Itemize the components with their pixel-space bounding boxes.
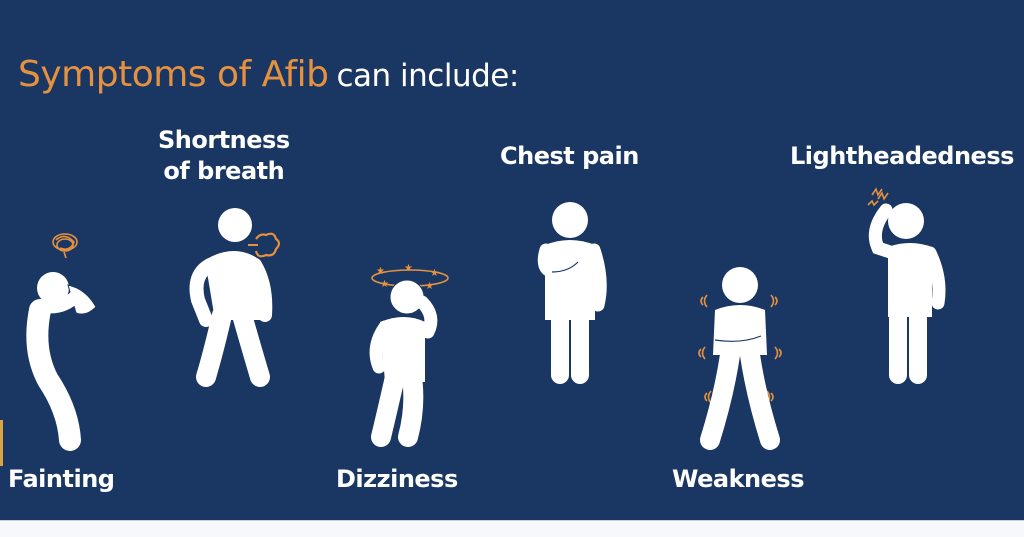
label-shortness-of-breath: Shortness of breath [158,125,290,187]
label-line-2: of breath [163,157,285,185]
bottom-strip [0,520,1024,537]
label-lightheadedness: Lightheadedness [790,142,1014,170]
chest-pain-figure-icon [537,202,607,384]
weakness-figure-icon [698,267,782,450]
label-dizziness: Dizziness [336,465,458,493]
shortness-of-breath-figure-icon [189,208,281,387]
accent-bar [0,420,3,466]
svg-text:★: ★ [425,281,434,292]
label-line-1: Shortness [158,126,290,154]
svg-text:★: ★ [380,279,389,290]
lightheadedness-figure-icon [867,187,946,384]
label-fainting: Fainting [8,465,115,493]
title-accent: Symptoms of Afib [18,54,329,95]
svg-text:★: ★ [430,268,439,279]
svg-text:★: ★ [376,266,385,277]
dizziness-figure-icon: ★ ★ ★ ★ ★ [369,263,449,447]
title-rest: can include: [336,58,520,94]
label-weakness: Weakness [672,465,804,493]
fainting-figure-icon [26,233,97,451]
svg-text:★: ★ [404,263,413,274]
label-chest-pain: Chest pain [500,142,639,170]
